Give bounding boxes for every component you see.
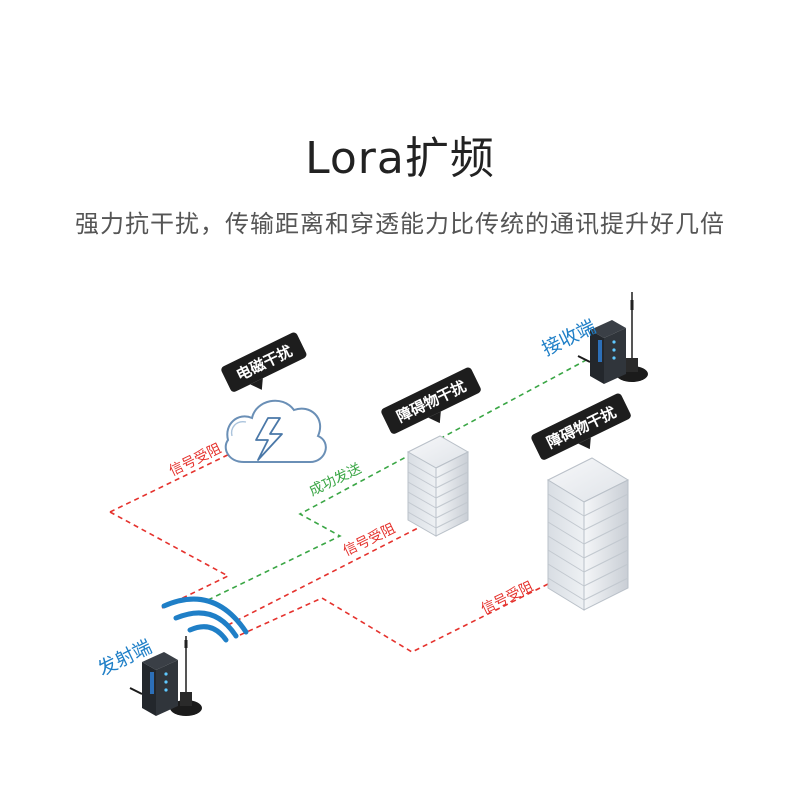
building-icon — [546, 457, 630, 611]
page-title: Lora扩频 — [305, 133, 495, 184]
blocked-path-obstacle-1 — [227, 527, 419, 626]
callout-obstacle-2: 障碍物干扰 — [531, 393, 631, 460]
success-label: 成功发送 — [307, 461, 364, 500]
success-path — [207, 357, 591, 601]
blocked-label-obstacle-2: 信号受阻 — [479, 579, 536, 618]
page-subtitle: 强力抗干扰，传输距离和穿透能力比传统的通讯提升好几倍 — [75, 210, 725, 238]
lora-device-icon — [577, 292, 648, 384]
building-icon — [406, 435, 470, 537]
lora-device-icon — [129, 636, 202, 716]
cloud-lightning-icon — [224, 399, 327, 463]
callout-obstacle-1: 障碍物干扰 — [381, 367, 481, 434]
callout-emi: 电磁干扰 — [221, 332, 307, 392]
signal-wave-icon — [161, 596, 249, 643]
blocked-label-obstacle-1: 信号受阻 — [341, 521, 398, 560]
